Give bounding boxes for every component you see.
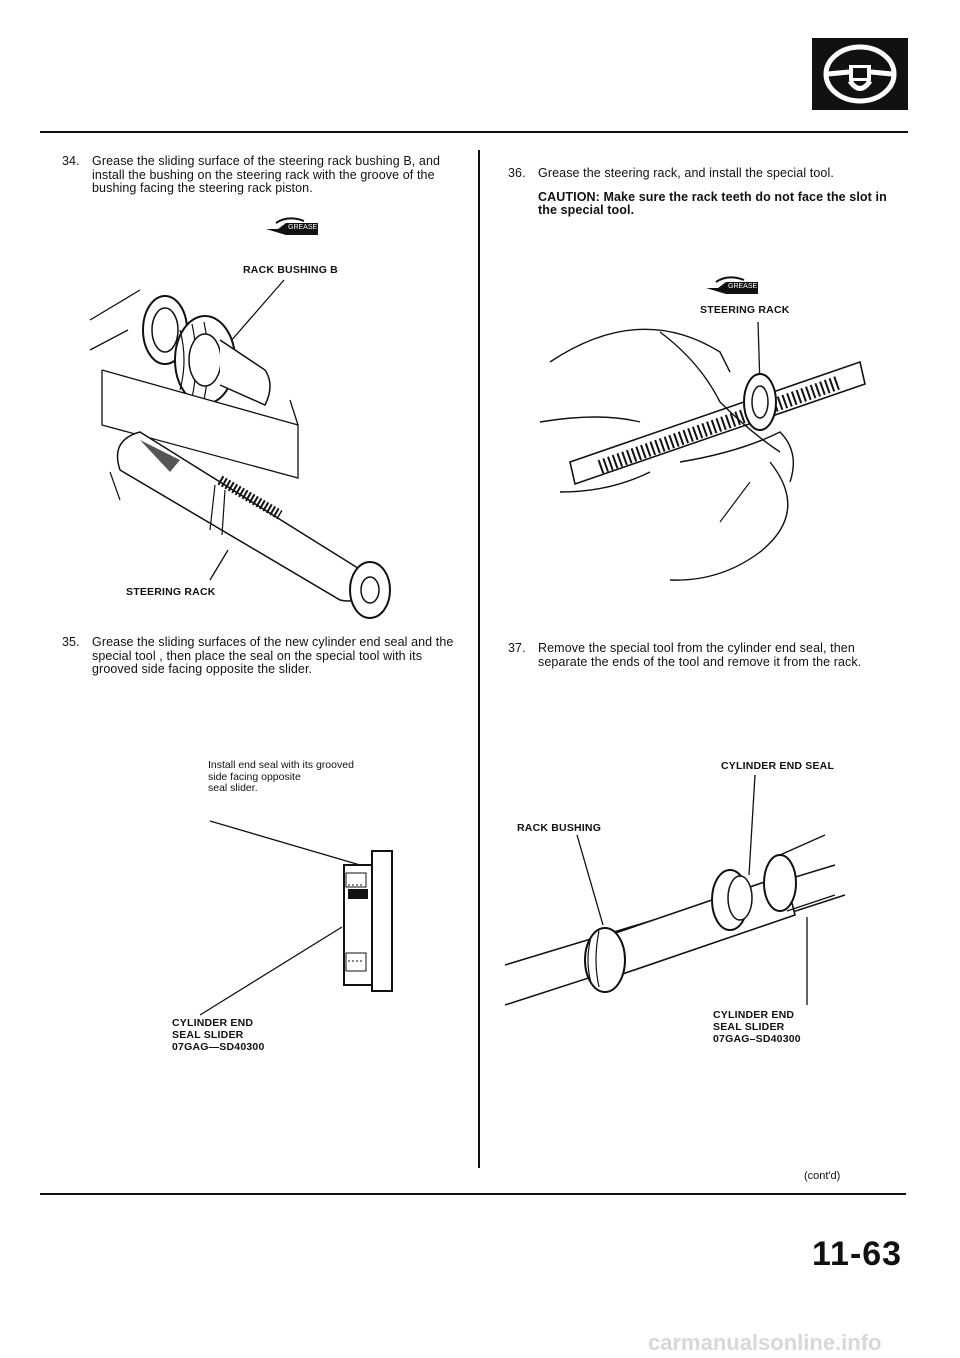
grease-text: GREASE bbox=[288, 224, 318, 231]
rack-bushing-seal-illustration bbox=[504, 774, 846, 1006]
step-text: Grease the steering rack, and install th… bbox=[538, 166, 834, 180]
watermark: carmanualsonline.info bbox=[648, 1330, 882, 1355]
label-cylinder-end-seal: CYLINDER END SEAL bbox=[721, 760, 835, 772]
bottom-rule bbox=[40, 1193, 906, 1195]
figure-34: GREASE RACK BUSHING B STEERING RACK bbox=[80, 210, 470, 620]
install-note: Install end seal with its grooved side f… bbox=[208, 759, 354, 794]
top-rule bbox=[40, 131, 908, 133]
figure-36: GREASE STEERING RACK bbox=[520, 262, 900, 602]
caution-note: CAUTION: Make sure the rack teeth do not… bbox=[538, 189, 887, 217]
column-divider bbox=[478, 150, 480, 1168]
page-number: 11-63 bbox=[812, 1235, 903, 1273]
grease-icon: GREASE bbox=[706, 274, 762, 296]
figure-35: Install end seal with its grooved side f… bbox=[80, 755, 470, 1075]
steering-wheel-icon bbox=[823, 44, 897, 104]
step-text: Grease the sliding surfaces of the new c… bbox=[92, 635, 454, 676]
section-icon bbox=[812, 38, 908, 110]
grease-text: GREASE bbox=[728, 283, 758, 290]
label-steering-rack: STEERING RACK bbox=[126, 586, 216, 598]
figure-37: CYLINDER END SEAL RACK BUSHING CYLINDER … bbox=[495, 755, 895, 1075]
step-text: Grease the sliding surface of the steeri… bbox=[92, 154, 441, 195]
step-37: 37. Remove the special tool from the cyl… bbox=[508, 641, 890, 669]
label-rack-bushing: RACK BUSHING bbox=[517, 822, 602, 834]
tool-label: CYLINDER END SEAL SLIDER 07GAG—SD40300 bbox=[172, 1017, 265, 1053]
step-number: 34. bbox=[62, 154, 80, 168]
step-number: 37. bbox=[508, 641, 526, 655]
step-number: 35. bbox=[62, 635, 80, 649]
steering-rack-tool-illustration bbox=[539, 321, 866, 581]
rack-bushing-illustration bbox=[89, 279, 391, 619]
contd-label: (cont'd) bbox=[804, 1170, 841, 1182]
step-number: 36. bbox=[508, 166, 526, 180]
step-34: 34. Grease the sliding surface of the st… bbox=[62, 154, 464, 196]
step-text: Remove the special tool from the cylinde… bbox=[538, 641, 862, 669]
step-36: 36. Grease the steering rack, and instal… bbox=[508, 166, 890, 218]
grease-icon: GREASE bbox=[266, 215, 322, 237]
label-rack-bushing-b: RACK BUSHING B bbox=[243, 264, 338, 276]
seal-slider-illustration bbox=[199, 820, 393, 1016]
step-35: 35. Grease the sliding surfaces of the n… bbox=[62, 635, 464, 677]
label-steering-rack: STEERING RACK bbox=[700, 304, 790, 316]
tool-label: CYLINDER END SEAL SLIDER 07GAG–SD40300 bbox=[713, 1009, 801, 1045]
